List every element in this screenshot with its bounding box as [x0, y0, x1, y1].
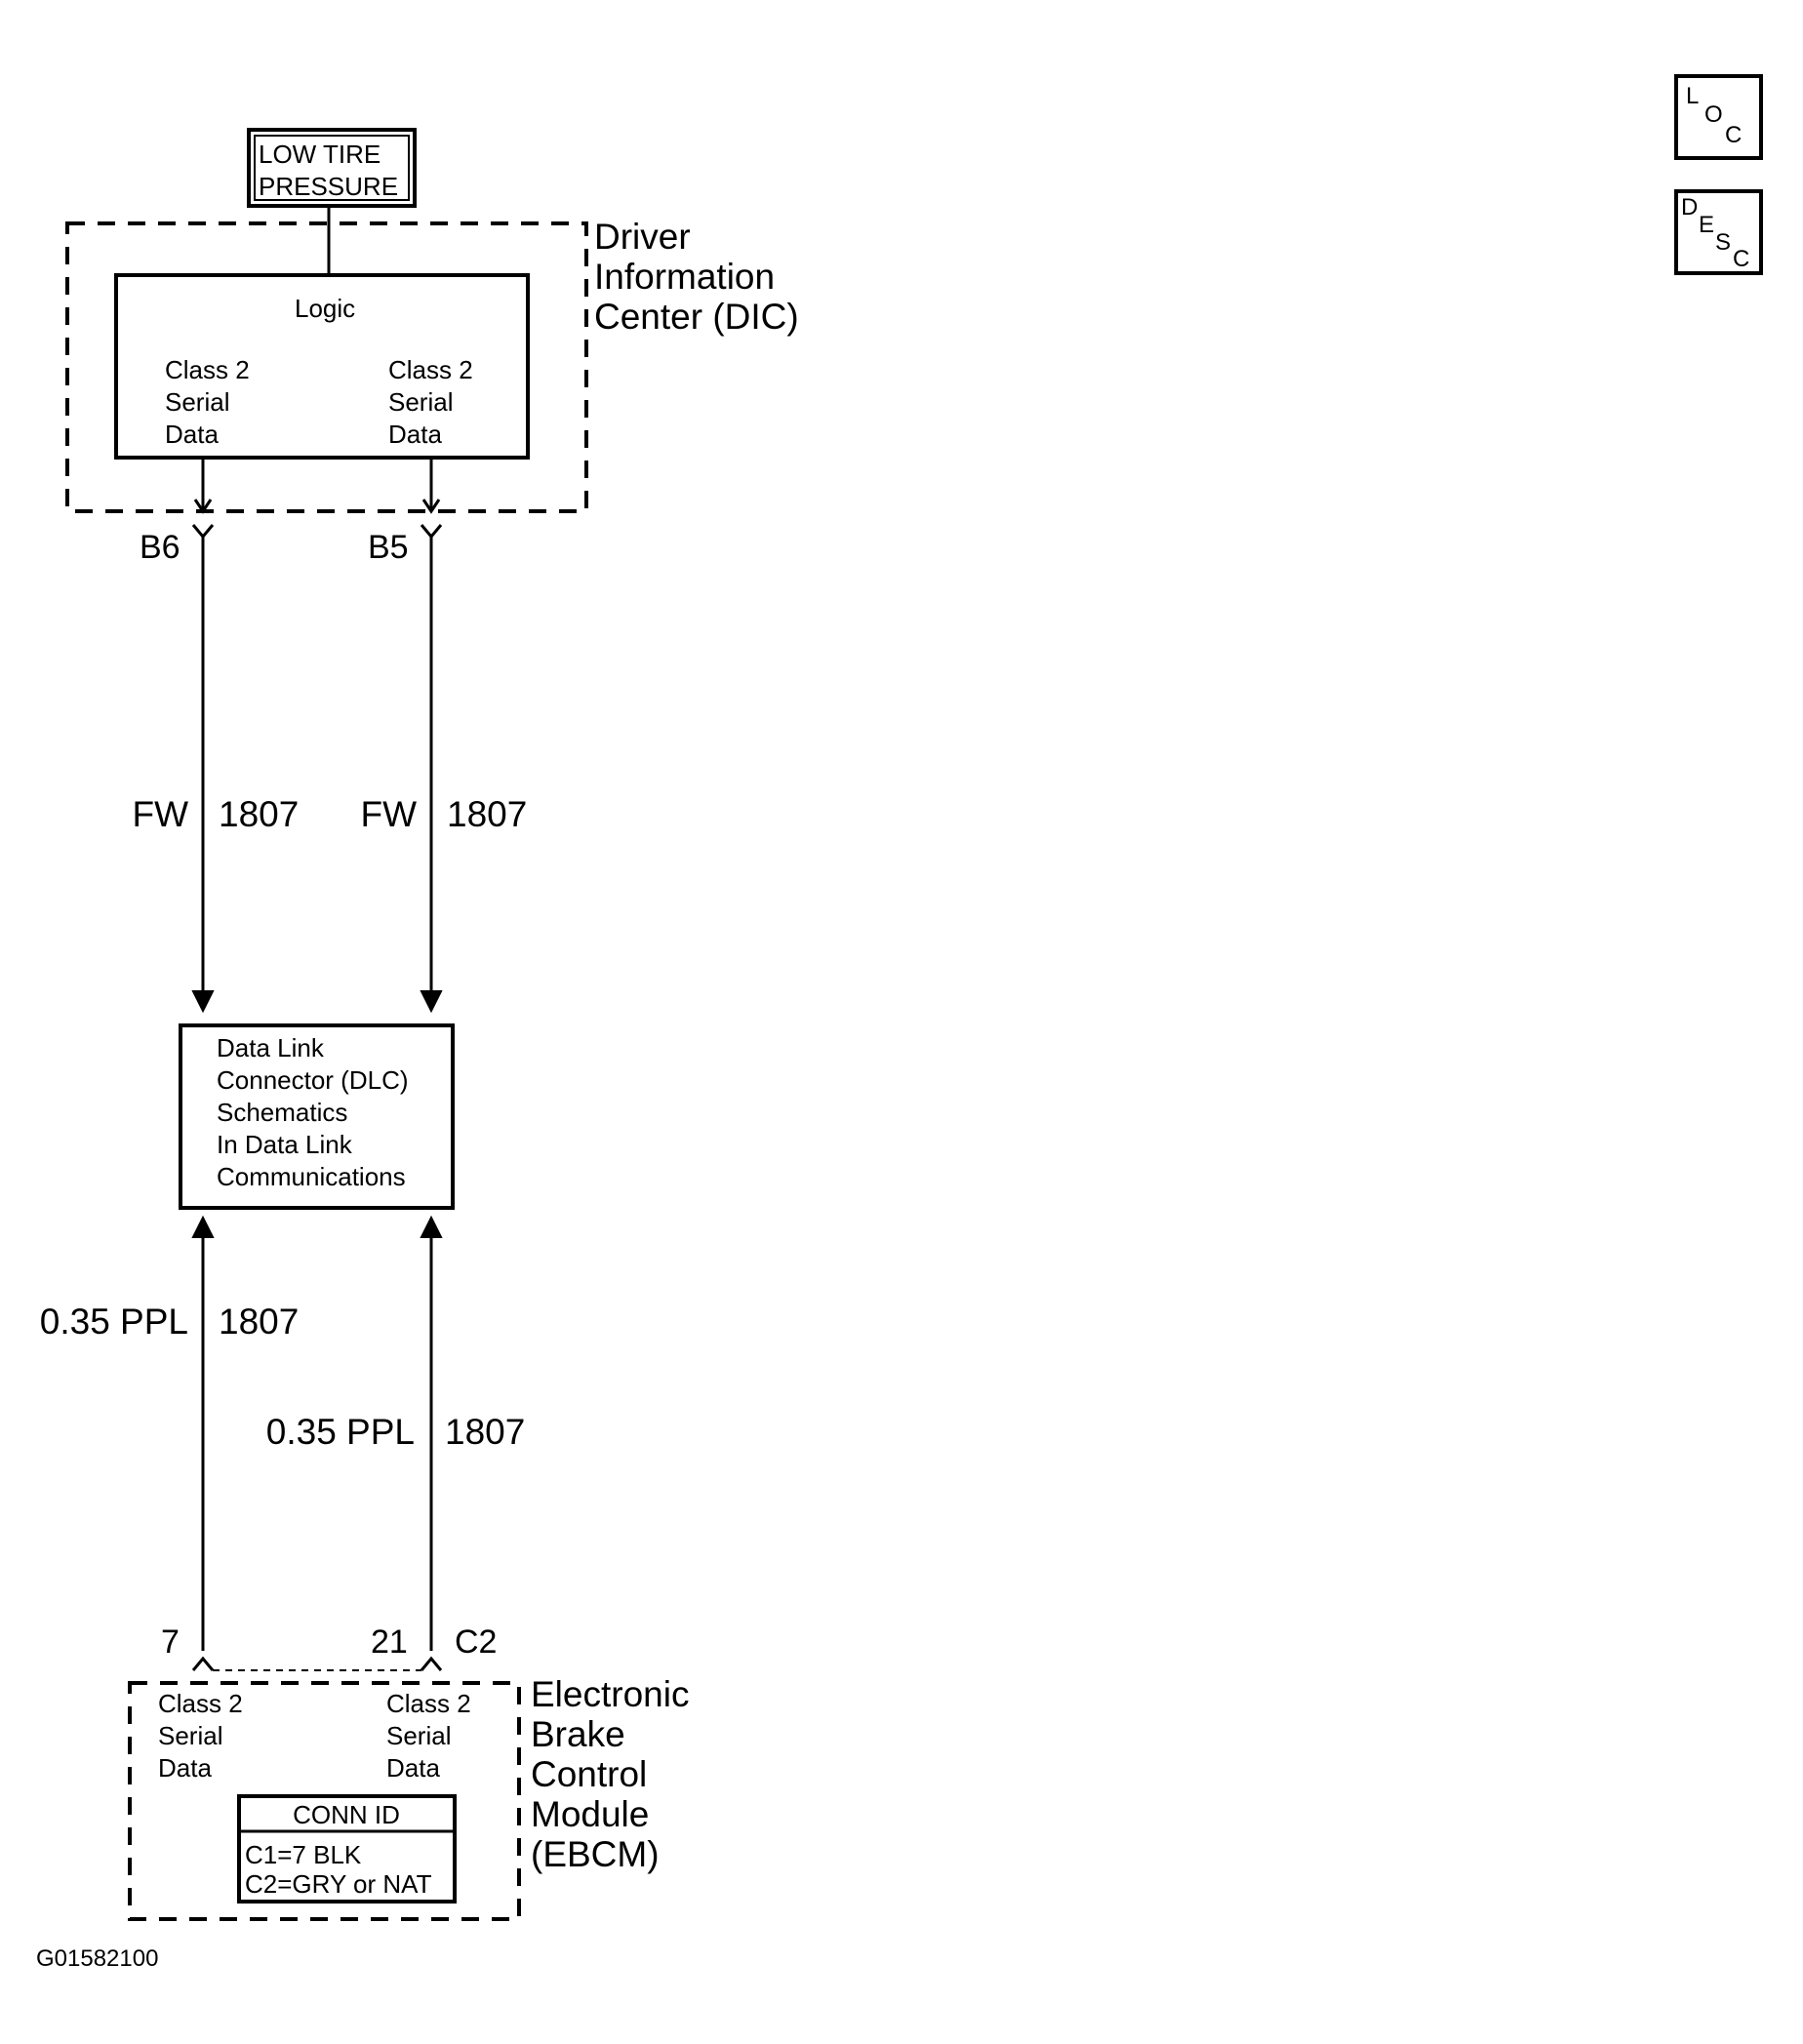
indicator-line-1: LOW TIRE [259, 140, 381, 169]
conn-id-table: CONN ID C1=7 BLK C2=GRY or NAT [237, 1794, 457, 1904]
dic-left-terminal-line-1: Class 2 [165, 355, 250, 384]
lower-right-wire [420, 1215, 443, 1651]
dic-logic-box [114, 273, 530, 460]
pin-b6-connector-symbol [191, 524, 215, 540]
pin-21-connector-symbol [420, 1656, 443, 1671]
lower-left-wire-circuit: 1807 [219, 1302, 299, 1342]
ebcm-title-line-4: Module [531, 1794, 649, 1834]
dlc-line-2: Connector (DLC) [217, 1065, 409, 1095]
dlc-line-4: In Data Link [217, 1130, 353, 1159]
dic-title-line-1: Driver [594, 217, 691, 257]
conn-id-title: CONN ID [293, 1800, 400, 1829]
ebcm-left-terminal-line-1: Class 2 [158, 1689, 243, 1718]
description-button[interactable]: D E S C [1674, 189, 1763, 275]
desc-letter-2: E [1699, 212, 1714, 238]
dic-left-output-arrow [193, 458, 213, 514]
upper-left-wire [191, 537, 215, 1014]
ebcm-title-line-5: (EBCM) [531, 1834, 660, 1874]
location-button[interactable]: L O C [1674, 74, 1763, 160]
dic-dashed-boundary [65, 221, 588, 513]
figure-id: G01582100 [36, 1945, 158, 1972]
dic-logic-label: Logic [295, 294, 355, 323]
indicator-line-2: PRESSURE [259, 172, 398, 201]
dlc-line-5: Communications [217, 1162, 406, 1191]
pin-b6-label: B6 [140, 529, 180, 566]
desc-letter-3: S [1715, 229, 1731, 256]
dic-right-terminal-label: Class 2 Serial Data [388, 355, 473, 449]
dlc-line-3: Schematics [217, 1098, 347, 1127]
ebcm-title: Electronic Brake Control Module (EBCM) [531, 1674, 689, 1874]
connector-c2-label: C2 [455, 1623, 497, 1661]
ebcm-right-terminal-line-3: Data [386, 1753, 440, 1783]
ebcm-right-terminal-line-1: Class 2 [386, 1689, 471, 1718]
dic-right-terminal-line-2: Serial [388, 387, 453, 417]
upper-right-wire-color: FW [360, 794, 417, 834]
dic-title-line-3: Center (DIC) [594, 297, 799, 337]
upper-left-wire-color: FW [132, 794, 188, 834]
pin-b5-label: B5 [368, 529, 409, 566]
dlc-box [179, 1023, 455, 1210]
low-tire-pressure-indicator: LOW TIRE PRESSURE [247, 128, 417, 208]
ebcm-title-line-1: Electronic [531, 1674, 689, 1714]
ebcm-right-terminal-line-2: Serial [386, 1721, 451, 1750]
dic-left-terminal-label: Class 2 Serial Data [165, 355, 250, 449]
ebcm-title-line-3: Control [531, 1754, 647, 1794]
ebcm-dashed-boundary [128, 1681, 521, 1921]
pin-7-label: 7 [161, 1623, 180, 1661]
conn-id-row-1: C1=7 BLK [245, 1840, 362, 1869]
ebcm-left-terminal-line-3: Data [158, 1753, 212, 1783]
pin-b5-connector-symbol [420, 524, 443, 540]
conn-id-row-2: C2=GRY or NAT [245, 1869, 432, 1899]
loc-letter-3: C [1725, 122, 1742, 148]
dlc-line-1: Data Link [217, 1033, 325, 1062]
pin-21-label: 21 [371, 1623, 408, 1661]
lower-left-wire-color: 0.35 PPL [40, 1302, 188, 1342]
dic-right-terminal-line-3: Data [388, 420, 442, 449]
loc-letter-1: L [1686, 83, 1699, 109]
upper-left-wire-circuit: 1807 [219, 794, 299, 834]
ebcm-left-terminal-line-2: Serial [158, 1721, 222, 1750]
dic-right-output-arrow [421, 458, 441, 514]
lower-right-wire-color: 0.35 PPL [266, 1412, 415, 1452]
dic-right-terminal-line-1: Class 2 [388, 355, 473, 384]
dic-title: Driver Information Center (DIC) [594, 217, 799, 337]
dic-title-line-2: Information [594, 257, 775, 297]
lower-left-wire [191, 1215, 215, 1651]
desc-letter-4: C [1733, 246, 1749, 272]
pin-7-connector-symbol [191, 1656, 215, 1671]
lower-right-wire-circuit: 1807 [445, 1412, 525, 1452]
dlc-text: Data Link Connector (DLC) Schematics In … [217, 1033, 409, 1191]
dic-left-terminal-line-3: Data [165, 420, 219, 449]
loc-letter-2: O [1704, 101, 1723, 128]
ebcm-title-line-2: Brake [531, 1714, 625, 1754]
desc-letter-1: D [1681, 194, 1698, 220]
ebcm-right-terminal-label: Class 2 Serial Data [386, 1689, 471, 1783]
upper-right-wire [420, 537, 443, 1014]
upper-right-wire-circuit: 1807 [447, 794, 527, 834]
ebcm-left-terminal-label: Class 2 Serial Data [158, 1689, 243, 1783]
dic-left-terminal-line-2: Serial [165, 387, 229, 417]
